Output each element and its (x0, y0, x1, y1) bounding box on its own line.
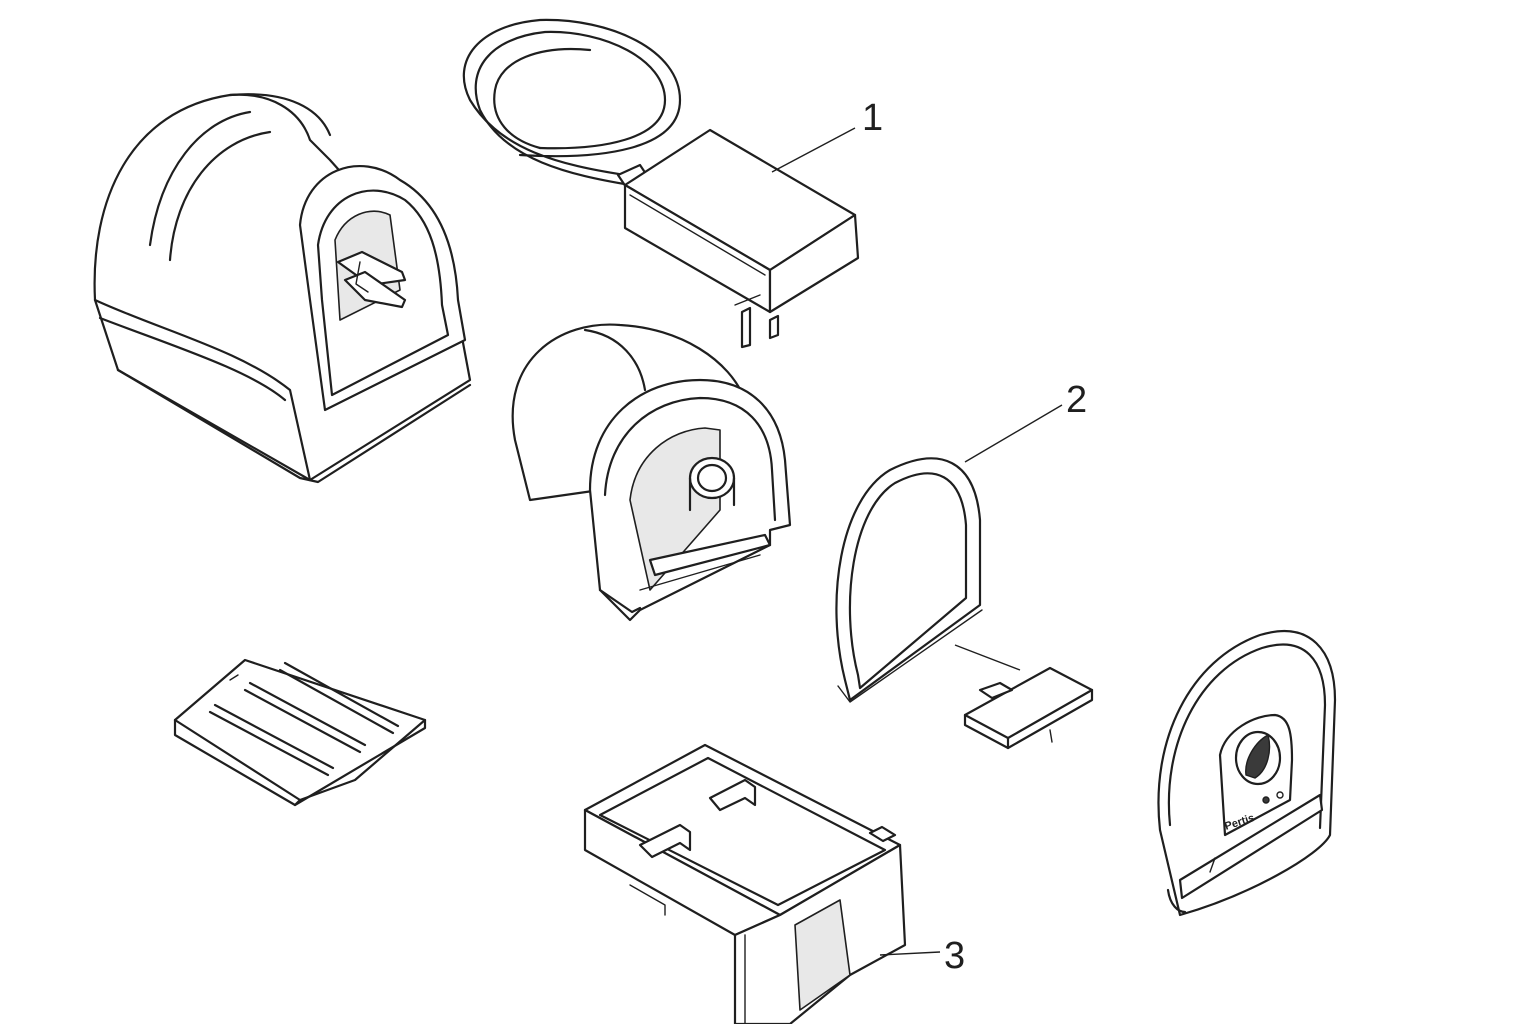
callout-2: 2 (1066, 379, 1087, 421)
power-adapter (462, 18, 860, 349)
leader-line-2 (964, 404, 1063, 463)
main-housing (93, 93, 472, 484)
pump-unit (511, 323, 792, 622)
seal-ring (835, 457, 983, 703)
grooved-tray (173, 658, 427, 807)
front-control-panel: Pertis (1157, 630, 1337, 917)
clip-plate (954, 644, 1094, 750)
leader-line-3 (879, 951, 941, 956)
leader-line-1 (771, 127, 856, 173)
callout-3: 3 (944, 935, 965, 977)
callout-1: 1 (862, 97, 883, 139)
base-tray (583, 743, 907, 1024)
